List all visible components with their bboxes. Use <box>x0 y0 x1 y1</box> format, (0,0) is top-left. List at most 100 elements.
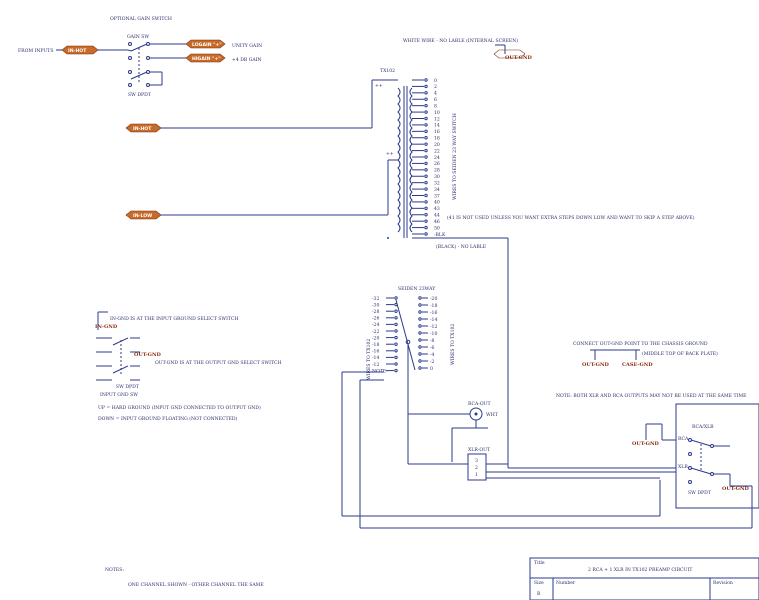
optional-gain-switch-label: OPTIONAL GAIN SWITCH <box>110 16 172 22</box>
tap-label: 20 <box>434 142 440 148</box>
tap: 50 <box>412 225 440 231</box>
tap: 10 <box>412 110 440 116</box>
tap: 40 <box>412 200 440 206</box>
sw-dpdt-label: SW DPDT <box>128 92 152 98</box>
switch-left-contact: -28 <box>372 309 398 315</box>
tap-label: 10 <box>434 110 440 116</box>
plus4-db-gain-label: +4 DB GAIN <box>232 57 262 63</box>
switch-right-contact: -6 <box>418 345 435 351</box>
tap: 18 <box>412 136 440 142</box>
switch-right-label: -14 <box>430 317 437 323</box>
seiden-23way-label: SEIDEN 23WAY <box>398 286 436 292</box>
switch-left-label: -18 <box>372 342 379 348</box>
tap-label: 22 <box>434 148 440 154</box>
switch-left-contact: -24 <box>372 322 398 328</box>
in-hot-tag-top: IN-HOT <box>61 45 99 55</box>
tap-label: 0 <box>434 78 437 84</box>
switch-right-contact: -12 <box>418 324 437 330</box>
wires-to-tx102-left: WIRES TO TX102 <box>366 339 372 380</box>
tap-label: 14 <box>434 123 440 129</box>
xlr-pin-label: 2 <box>475 465 478 471</box>
out-gnd-select-tag: OUT-GND <box>722 486 750 492</box>
switch-left-contact: -14 <box>372 355 398 361</box>
svg-text:IN-LOW: IN-LOW <box>133 213 152 219</box>
white-wire-label: WHITE WIRE - NO LABLE (INTERNAL SCREEN) <box>403 37 518 44</box>
tap-label: 40 <box>434 200 440 206</box>
switch-left-contact: -22 <box>372 329 398 335</box>
tap-label: 30 <box>434 174 440 180</box>
tap-label: 6 <box>434 97 437 103</box>
switch-right-label: 0 <box>430 366 433 372</box>
unity-gain-label: UNITY GAIN <box>232 43 262 49</box>
xlr-out-label: XLR-OUT <box>468 447 491 453</box>
switch-left-label: -16 <box>372 349 379 355</box>
switch-left-contact: -12 <box>372 362 398 368</box>
out-gnd-tag-top: OUT-GND <box>493 49 533 61</box>
switch-left-contact: -30 <box>372 302 398 308</box>
switch-left-contact: -16 <box>372 349 398 355</box>
switch-right-contact: -2 <box>418 359 435 365</box>
notes-title: NOTES: <box>105 567 124 573</box>
transformer-coils <box>397 86 413 238</box>
xlr-label: XLR <box>678 464 688 470</box>
wht-label: WHT <box>486 412 499 418</box>
tap-label: 46 <box>434 219 440 225</box>
middle-top-label: (MIDDLE TOP OF BACK PLATE) <box>642 350 718 357</box>
switch-right-label: -10 <box>430 331 437 337</box>
switch-right-label: -8 <box>430 338 435 344</box>
switch-right-contact: -18 <box>418 303 437 309</box>
tap-label: 32 <box>434 180 440 186</box>
revision-label: Revision <box>713 580 733 586</box>
tap: 44 <box>412 213 440 219</box>
wires-to-switch-label: WIRES TO SEIDEN 23 WAY SWITCH <box>452 113 458 200</box>
switch-right-label: -20 <box>430 296 437 302</box>
sw-dpdt-out-label: SW DPDT <box>688 490 712 496</box>
tap: 22 <box>412 148 440 154</box>
tap-label: 43 <box>434 206 440 212</box>
rca-xlr-label: RCA/XLR <box>692 424 714 430</box>
wires-to-tx102-right: WIRES TO TX102 <box>450 324 456 365</box>
switch-left-label: -12 <box>372 362 379 368</box>
switch-left-label: -26 <box>372 316 379 322</box>
switch-left-label: -14 <box>372 355 379 361</box>
tap-label: 37 <box>434 193 440 199</box>
in-hot-tag-mid: IN-HOT <box>125 123 162 133</box>
output-select-box <box>675 403 759 509</box>
rca-out-label: RCA-OUT <box>468 401 491 407</box>
tap: 26 <box>412 161 440 167</box>
gain-sw-label: GAIN SW <box>127 34 149 40</box>
tap-label: 12 <box>434 116 440 122</box>
tap-label: 2 <box>434 84 437 90</box>
switch-left-contact: -20 <box>372 335 398 341</box>
tap: 24 <box>412 155 440 161</box>
tap: 14 <box>412 123 440 129</box>
switch-right-contact: -4 <box>418 352 435 358</box>
tap: 46 <box>412 219 440 225</box>
transformer-taps: 0246810121416182022242628303234374043444… <box>412 78 446 238</box>
plus-mid-label: ++ <box>386 151 394 157</box>
tap: 16 <box>412 129 440 135</box>
tap: 32 <box>412 180 440 186</box>
switch-right-contact: -16 <box>418 310 437 316</box>
switch-right-label: -6 <box>430 345 435 351</box>
case-gnd-label: CASE-GND <box>622 362 653 368</box>
svg-text:LOGAIN "+": LOGAIN "+" <box>192 42 222 48</box>
svg-text:OUT-GND: OUT-GND <box>505 55 533 61</box>
switch-right-contact: -20 <box>418 296 437 302</box>
tap: 0 <box>412 78 437 84</box>
rca-label: RCA <box>678 436 689 442</box>
sw-input-gnd-label: SW DPDT <box>116 384 140 390</box>
lo-gain-tag: LOGAIN "+" <box>185 39 226 49</box>
out-gnd-chassis-b: OUT-GND <box>632 441 660 447</box>
switch-right-contact: -10 <box>418 331 437 337</box>
out-gnd-tag-input: OUT-GND <box>134 352 162 358</box>
in-gnd-tag: IN-GND <box>95 324 118 330</box>
tap: 2 <box>412 84 437 90</box>
svg-text:IN-HOT: IN-HOT <box>133 126 152 132</box>
tap-label: 4 <box>434 91 437 97</box>
tap: 30 <box>412 174 440 180</box>
out-gnd-chassis-a: OUT-GND <box>582 362 610 368</box>
output-select-switch <box>688 438 752 487</box>
xlr-connector <box>467 453 487 481</box>
